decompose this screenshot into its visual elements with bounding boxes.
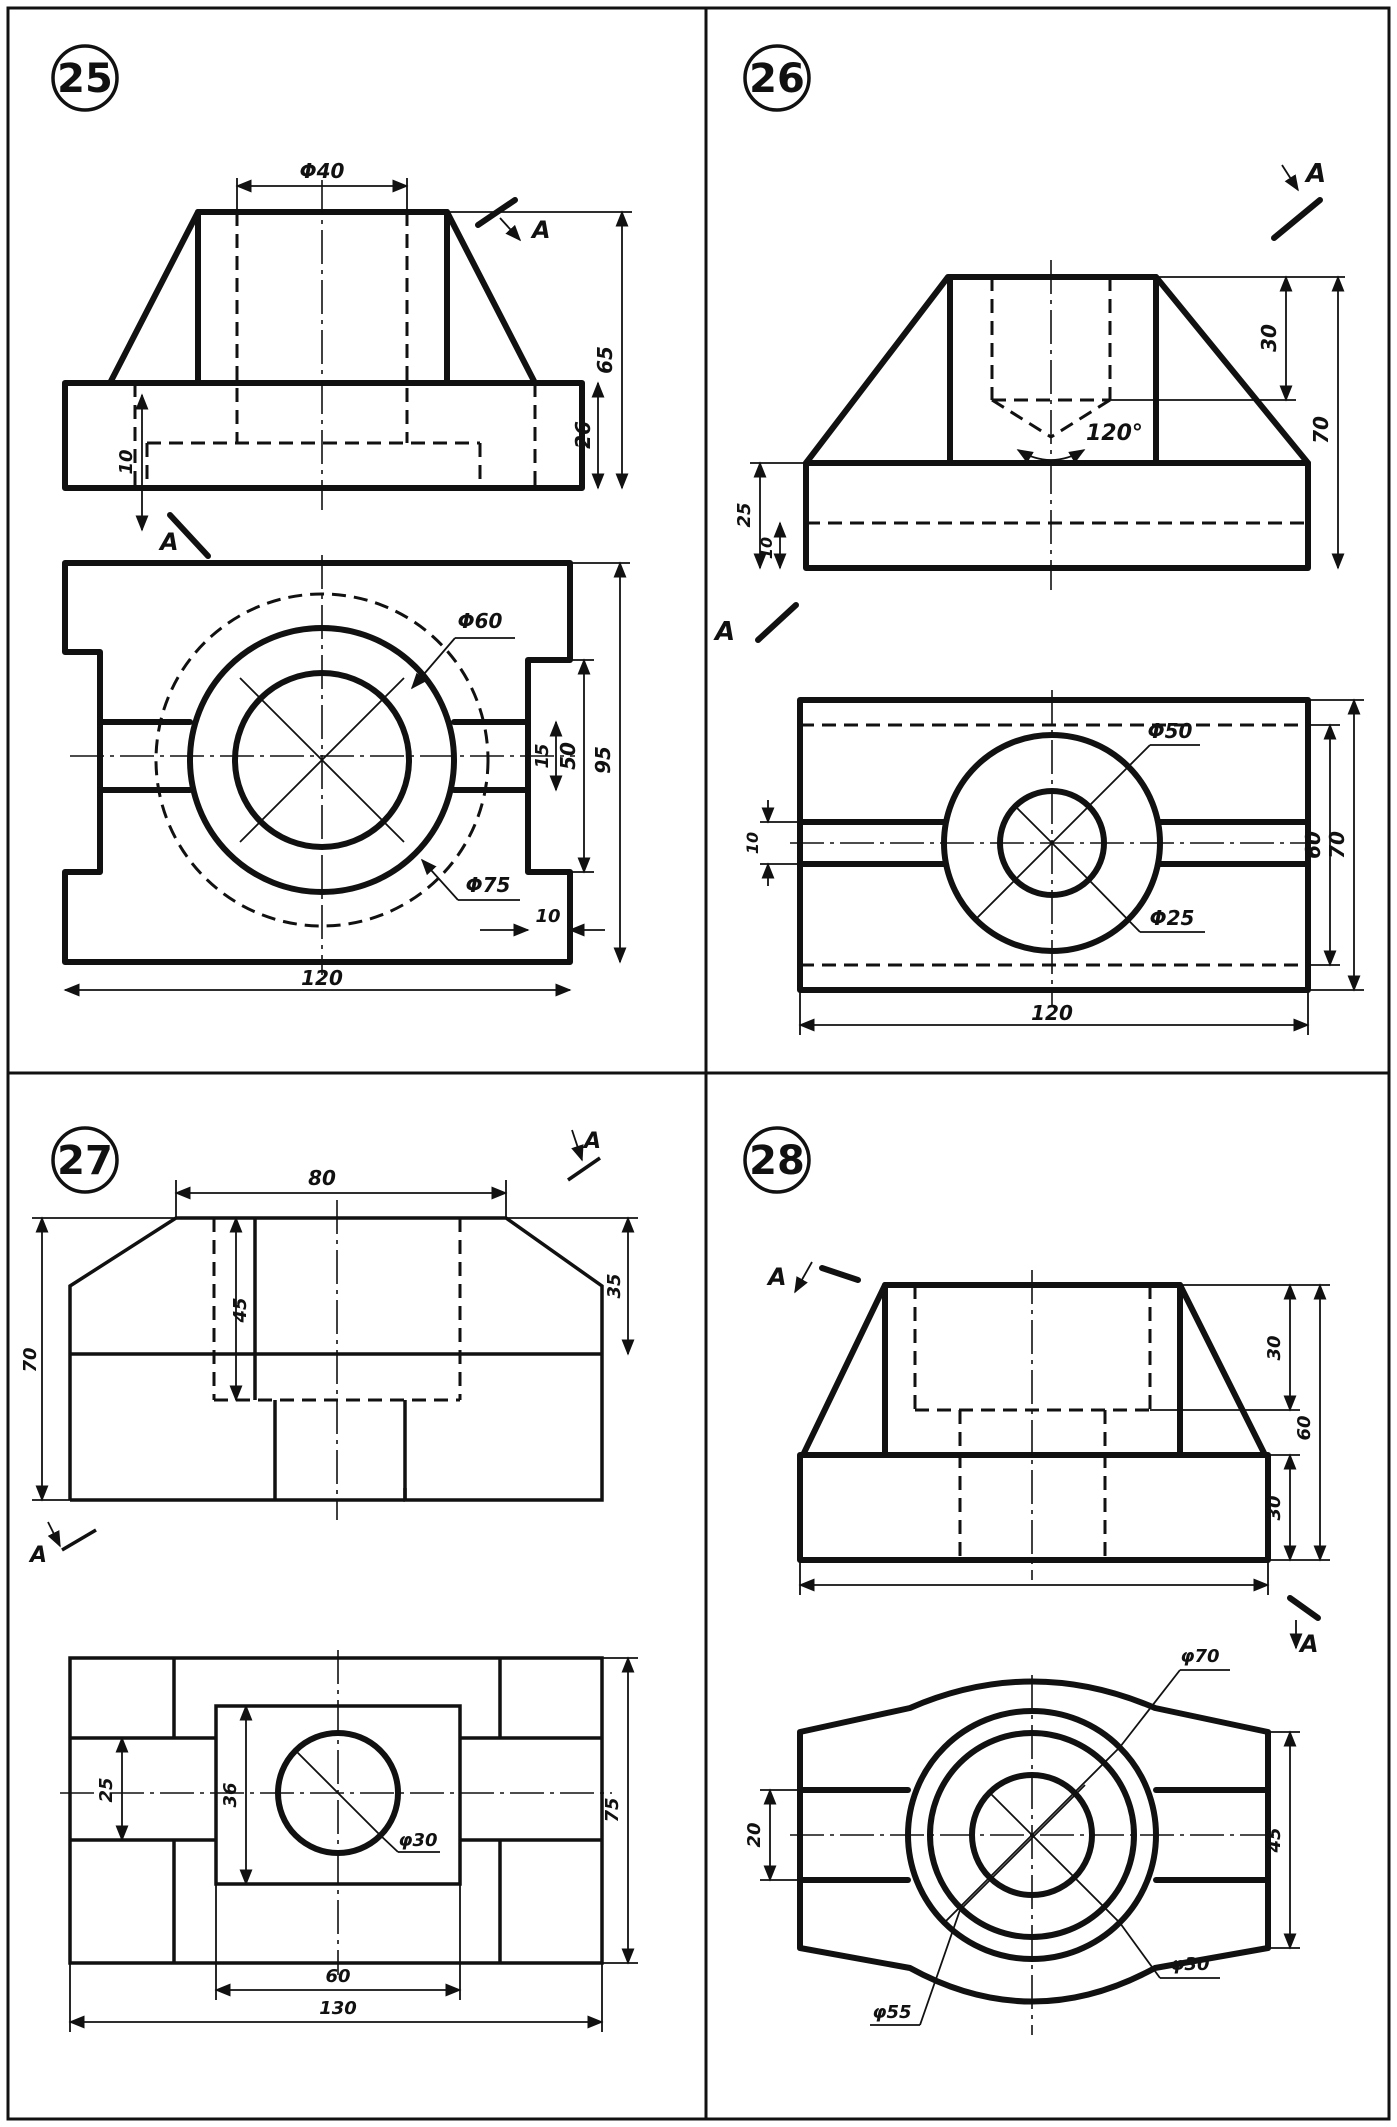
dim-inner-circle: φ30 xyxy=(1170,1954,1209,1975)
top-view: Φ50 Φ25 10 60 70 120 xyxy=(743,690,1364,1035)
dim-base-height: 25 xyxy=(734,502,755,527)
dim-mid-circle: φ55 xyxy=(872,2002,911,2023)
panel-number-circle xyxy=(51,1126,119,1194)
dim-height-total: 70 xyxy=(20,1347,41,1372)
dim-height-total: 70 xyxy=(1309,416,1333,444)
dim-tab-depth: 10 xyxy=(535,906,560,927)
dim-slot-height: 10 xyxy=(116,449,137,474)
dim-slot-width: 10 xyxy=(743,832,762,854)
dim-width: 120 xyxy=(301,966,343,990)
dim-boss-width: 60 xyxy=(325,1966,350,1987)
dim-slot-width: 15 xyxy=(532,743,553,768)
dim-height-total: 60 xyxy=(1294,1415,1315,1440)
dim-slot-height: 10 xyxy=(757,537,776,559)
panel-number: 26 xyxy=(749,56,805,102)
dim-hole-depth: 30 xyxy=(1257,324,1281,352)
sheet-frame xyxy=(6,6,1391,2121)
dim-width: 130 xyxy=(319,1998,357,2019)
section-mark-top: A xyxy=(766,1263,787,1291)
panel-number-circle xyxy=(743,44,811,112)
dim-outer-circle: Φ50 xyxy=(1148,719,1193,743)
section-mark-top: A xyxy=(582,1129,601,1154)
section-mark-bottom: A xyxy=(713,617,735,647)
dim-bore: Φ40 xyxy=(300,159,345,183)
dim-inner-circle: Φ25 xyxy=(1150,906,1195,930)
section-mark-top: A xyxy=(1304,159,1326,189)
panel-25: 25 Φ40 65 26 10 xyxy=(51,44,632,997)
section-mark-bottom: A xyxy=(1298,1630,1319,1658)
front-view: 120° 30 70 25 10 A A xyxy=(713,159,1345,647)
dim-slot-width: 20 xyxy=(744,1822,765,1847)
dim-pocket-depth: 45 xyxy=(230,1297,251,1323)
dim-outer-circle: Φ60 xyxy=(458,609,503,633)
dim-base-height: 30 xyxy=(1264,1495,1285,1520)
section-mark-bottom: A xyxy=(28,1543,47,1568)
panel-26: 26 120° 30 70 25 10 xyxy=(713,44,1364,1035)
panel-number: 27 xyxy=(57,1138,113,1184)
dim-chamfer-height: 35 xyxy=(604,1273,625,1298)
panel-28: 28 30 60 30 xyxy=(743,1126,1330,2035)
dim-boss-height: 36 xyxy=(220,1782,241,1807)
front-view: 30 60 30 A A xyxy=(766,1261,1330,1658)
dim-depth: 70 xyxy=(1325,831,1349,859)
dim-depth: 95 xyxy=(591,746,615,774)
top-view: φ70 φ55 φ30 20 45 xyxy=(744,1646,1300,2035)
top-view: Φ60 Φ75 15 50 95 10 120 xyxy=(62,555,630,997)
dim-slot-width: 25 xyxy=(96,1777,117,1802)
dim-dashed-circle: Φ75 xyxy=(466,873,511,897)
panel-number-circle xyxy=(743,1126,811,1194)
dim-inner-depth: 60 xyxy=(1301,831,1325,859)
dim-end-width: 45 xyxy=(1264,1827,1285,1853)
dim-hole: φ30 xyxy=(398,1830,437,1851)
section-mark-top: A xyxy=(530,216,551,244)
dim-depth: 75 xyxy=(602,1797,623,1822)
top-view: φ30 25 36 75 60 130 xyxy=(60,1650,638,2032)
section-mark-bottom: A xyxy=(158,528,179,556)
dim-tab-span: 50 xyxy=(556,742,580,770)
front-view: 80 35 45 70 A A xyxy=(20,1129,638,1568)
dim-upper-height: 30 xyxy=(1264,1335,1285,1360)
panel-number-circle xyxy=(51,44,119,112)
dim-outer-circle: φ70 xyxy=(1180,1646,1219,1667)
dim-base-height: 26 xyxy=(571,421,595,449)
dim-height-total: 65 xyxy=(593,346,617,374)
panel-number: 25 xyxy=(57,56,113,102)
panel-27: 27 80 35 45 70 xyxy=(20,1126,638,2032)
front-view: Φ40 65 26 10 A A xyxy=(62,159,632,559)
panel-number: 28 xyxy=(749,1138,805,1184)
dim-cone-angle: 120° xyxy=(1086,421,1143,446)
dim-top-width: 80 xyxy=(308,1166,336,1190)
dim-width: 120 xyxy=(1031,1001,1073,1025)
